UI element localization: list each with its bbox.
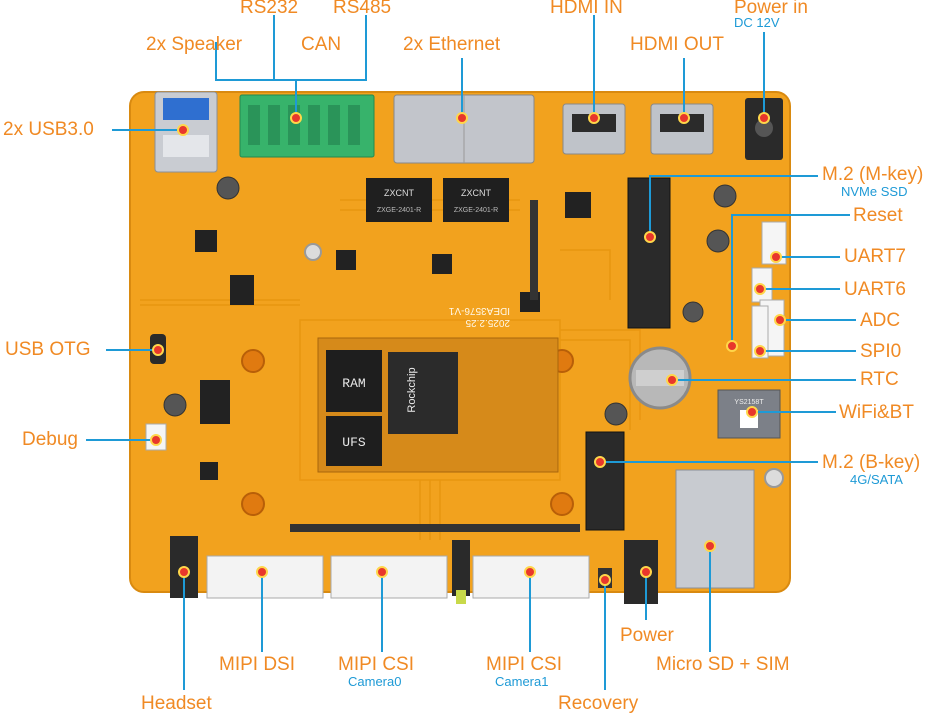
eth-chip-brand-2: ZXCNT: [461, 188, 491, 198]
ram-chip: RAM: [342, 376, 365, 391]
label-power-in-sub: DC 12V: [734, 15, 780, 30]
label-mipi-csi0-sub: Camera0: [348, 674, 402, 689]
label-rs485: RS485: [333, 0, 392, 18]
m2-bkey-slot: [585, 431, 625, 531]
mipi-csi0-connector: [330, 555, 448, 599]
wifi-module-name: YS2158T: [734, 399, 764, 406]
label-microsd-sim: Micro SD + SIM: [656, 654, 790, 675]
label-m2-bkey-sub: 4G/SATA: [850, 472, 903, 487]
eth-chip-brand: ZXCNT: [384, 188, 414, 198]
label-uart7: UART7: [844, 246, 906, 267]
label-spi0: SPI0: [860, 341, 902, 362]
board-date: 2025.2.25: [465, 317, 510, 328]
eth-chip-part: ZXGE-2401-R: [377, 207, 421, 214]
leader-lines: [86, 15, 856, 690]
sd-sim-slot: [675, 469, 755, 589]
label-uart6: UART6: [844, 279, 906, 300]
components: ZXCNT ZXGE-2401-R ZXCNT ZXGE-2401-R IDEA…: [145, 91, 787, 604]
label-speaker: 2x Speaker: [146, 34, 243, 55]
label-m2-bkey: M.2 (B-key): [822, 452, 921, 473]
label-can: CAN: [301, 34, 342, 55]
label-power-in: Power in: [734, 0, 808, 18]
label-ethernet: 2x Ethernet: [403, 34, 501, 55]
label-rs232: RS232: [240, 0, 299, 18]
label-hdmi-in: HDMI IN: [550, 0, 623, 18]
markers: [150, 112, 786, 586]
label-m2-mkey: M.2 (M-key): [822, 164, 924, 185]
label-wifi-bt: WiFi&BT: [839, 402, 914, 423]
eth-chip-part-2: ZXGE-2401-R: [454, 207, 498, 214]
label-headset: Headset: [141, 693, 212, 714]
label-m2-mkey-sub: NVMe SSD: [841, 184, 908, 199]
label-usb-otg: USB OTG: [5, 339, 91, 360]
label-rtc: RTC: [860, 369, 899, 390]
label-mipi-csi0: MIPI CSI: [338, 654, 415, 675]
label-mipi-csi1-sub: Camera1: [495, 674, 549, 689]
label-recovery: Recovery: [558, 693, 639, 714]
label-usb3: 2x USB3.0: [3, 119, 94, 140]
ufs-chip: UFS: [342, 435, 366, 450]
label-adc: ADC: [860, 310, 901, 331]
label-mipi-dsi: MIPI DSI: [219, 654, 296, 675]
label-power: Power: [620, 625, 674, 646]
soc-brand: Rockchip: [406, 367, 418, 412]
label-reset: Reset: [853, 205, 903, 226]
label-hdmi-out: HDMI OUT: [630, 34, 724, 55]
label-debug: Debug: [22, 429, 78, 450]
label-mipi-csi1: MIPI CSI: [486, 654, 563, 675]
board-model: IDEA3576-V1: [448, 305, 510, 316]
